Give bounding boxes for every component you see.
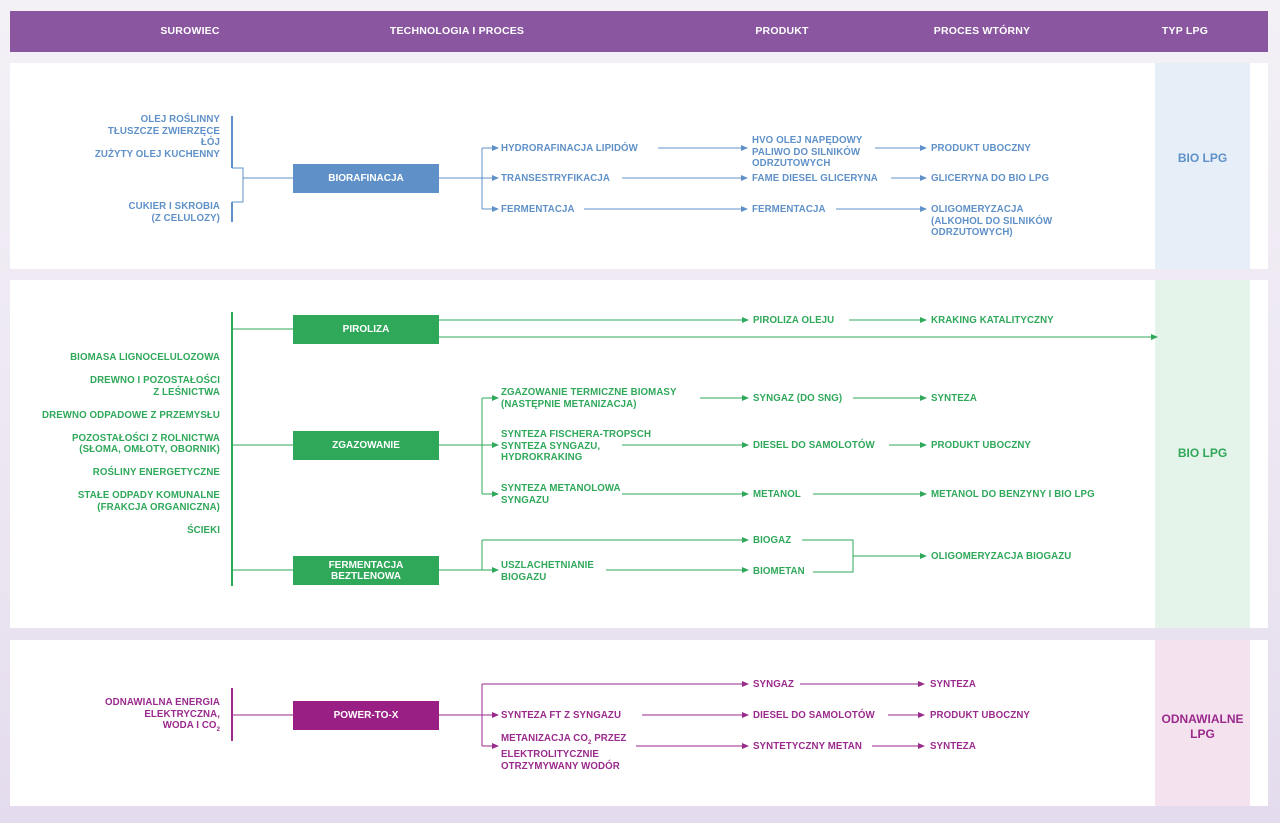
feedstock-biomasa-list: BIOMASA LIGNOCELULOZOWA DREWNO I POZOSTA…: [42, 352, 220, 536]
section-power-to-x: [10, 640, 1268, 806]
feedstock-oleje: OLEJ ROŚLINNY TŁUSZCZE ZWIERZĘCE ŁÓJ ZUŻ…: [94, 114, 220, 160]
metanizacja-text-a: METANIZACJA CO: [501, 733, 588, 744]
process-box-piroliza: PIROLIZA: [293, 315, 439, 344]
product-syngaz-sng: SYNGAZ (DO SNG): [753, 393, 843, 404]
header-surowiec: SUROWIEC: [160, 25, 220, 37]
feedstock-cukier: CUKIER I SKROBIA (Z CELULOZY): [128, 201, 220, 224]
secondary-gliceryna: GLICERYNA DO BIO LPG: [931, 173, 1050, 184]
product-syntetyczny-metan: SYNTETYCZNY METAN: [753, 741, 862, 752]
secondary-produkt-uboczny: PRODUKT UBOCZNY: [931, 143, 1031, 154]
section-biorafinacja: [10, 63, 1268, 269]
process-hydrorafinacja: HYDRORAFINACJA LIPIDÓW: [501, 143, 638, 154]
product-piroliza-oleju: PIROLIZA OLEJU: [753, 315, 835, 326]
table-header: SUROWIEC TECHNOLOGIA I PROCES PRODUKT PR…: [10, 11, 1268, 52]
process-box-fermentacja-beztlenowa: FERMENTACJA BEZTLENOWA: [293, 556, 439, 585]
process-metanizacja: METANIZACJA CO2 PRZEZ ELEKTROLITYCZNIE O…: [501, 733, 626, 772]
process-synteza-metanolowa: SYNTEZA METANOLOWA SYNGAZU: [501, 483, 621, 506]
secondary-synteza-2: SYNTEZA: [930, 679, 976, 690]
product-biogaz: BIOGAZ: [753, 535, 792, 546]
product-metanol: METANOL: [753, 489, 801, 500]
product-syngaz: SYNGAZ: [753, 679, 794, 690]
feedstock-subscript: 2: [216, 726, 220, 733]
feedstock-odnawialna-energia: ODNAWIALNA ENERGIA ELEKTRYCZNA, WODA I C…: [105, 697, 220, 736]
process-uszlachetnianie: USZLACHETNIANIE BIOGAZU: [501, 560, 594, 583]
product-biometan: BIOMETAN: [753, 566, 805, 577]
process-fischer-tropsch: SYNTEZA FISCHERA-TROPSCH SYNTEZA SYNGAZU…: [501, 429, 652, 463]
product-diesel-samolotow-2: DIESEL DO SAMOLOTÓW: [753, 710, 875, 721]
header-typ-lpg: TYP LPG: [1161, 25, 1209, 37]
product-fermentacja: FERMENTACJA: [752, 204, 826, 215]
type-label-odnawialne-lpg: ODNAWIALNE LPG: [1161, 712, 1244, 741]
process-box-zgazowanie: ZGAZOWANIE: [293, 431, 439, 460]
process-fermentacja: FERMENTACJA: [501, 204, 575, 215]
metanizacja-text-b: PRZEZ ELEKTROLITYCZNIE OTRZYMYWANY WODÓR: [501, 733, 627, 772]
secondary-synteza: SYNTEZA: [931, 393, 977, 404]
process-zgazowanie-termiczne: ZGAZOWANIE TERMICZNE BIOMASY (NASTĘPNIE …: [501, 387, 677, 410]
secondary-produkt-uboczny-2: PRODUKT UBOCZNY: [931, 440, 1031, 451]
type-column-bio-1: [1155, 63, 1250, 269]
process-transestryfikacja: TRANSESTRYFIKACJA: [501, 173, 610, 184]
type-label-bio-lpg-2: BIO LPG: [1177, 446, 1228, 460]
feedstock-text: ODNAWIALNA ENERGIA ELEKTRYCZNA, WODA I C…: [105, 697, 220, 731]
secondary-metanol-benzyna: METANOL DO BENZYNY I BIO LPG: [931, 489, 1095, 500]
type-column-bio-2: [1155, 280, 1250, 628]
product-fame: FAME DIESEL GLICERYNA: [752, 173, 878, 184]
process-synteza-ft: SYNTEZA FT Z SYNGAZU: [501, 710, 622, 721]
product-diesel-samolotow: DIESEL DO SAMOLOTÓW: [753, 440, 875, 451]
secondary-produkt-uboczny-3: PRODUKT UBOCZNY: [930, 710, 1030, 721]
header-proces-wtorny: PROCES WTÓRNY: [933, 25, 1031, 37]
secondary-kraking: KRAKING KATALITYCZNY: [931, 315, 1054, 326]
secondary-synteza-3: SYNTEZA: [930, 741, 976, 752]
header-technologia: TECHNOLOGIA I PROCES: [389, 25, 525, 37]
process-box-power-to-x: POWER-TO-X: [293, 701, 439, 730]
type-column-odnawialne: [1155, 640, 1250, 806]
secondary-oligomeryzacja: OLIGOMERYZACJA (ALKOHOL DO SILNIKÓW ODRZ…: [931, 204, 1053, 238]
metanizacja-subscript: 2: [587, 739, 592, 746]
process-box-biorafinacja: BIORAFINACJA: [293, 164, 439, 193]
product-hvo: HVO OLEJ NAPĘDOWY PALIWO DO SILNIKÓW ODR…: [752, 135, 863, 169]
secondary-oligomeryzacja-biogazu: OLIGOMERYZACJA BIOGAZU: [931, 551, 1072, 562]
header-produkt: PRODUKT: [755, 25, 809, 37]
type-label-bio-lpg-1: BIO LPG: [1177, 151, 1228, 165]
